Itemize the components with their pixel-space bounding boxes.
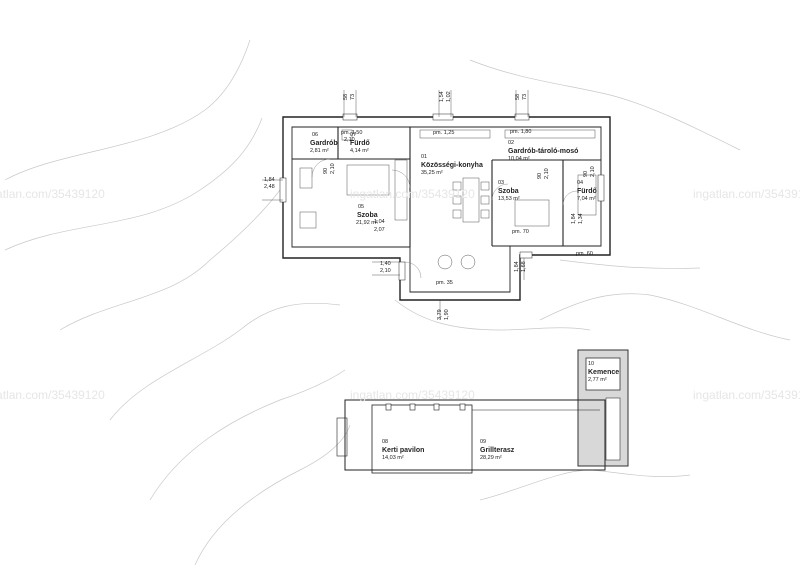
pavilon-posts [385, 403, 466, 411]
dimension-label: pm. 1,25 [433, 130, 455, 136]
watermark: ingatlan.com/35439120 [0, 388, 105, 402]
terrace-outlines [336, 399, 606, 474]
terrain-contours [4, 39, 791, 565]
dimension-label: 58 [515, 93, 521, 100]
room-name: Fürdő [350, 140, 370, 147]
watermark: ingatlan.com/35439120 [350, 187, 475, 201]
windows [279, 113, 605, 281]
dimension-label: 58 [343, 93, 349, 100]
dimension-label: pm. 1,80 [510, 129, 532, 135]
watermark: ingatlan.com/35439120 [693, 388, 800, 402]
dimension-label: 3,79 [437, 309, 443, 320]
kemence-inner [585, 357, 621, 391]
room-name: Fürdő [577, 188, 597, 195]
dimension-label: 2,10 [380, 268, 391, 274]
kemence-flue [605, 397, 621, 461]
dimension-label: 2,10 [330, 163, 336, 174]
room-area: 35,25 m² [421, 170, 443, 176]
dimension-label: 1,90 [444, 309, 450, 320]
room-area: 4,14 m² [350, 148, 369, 154]
room-name: Grillterasz [480, 447, 515, 454]
room-number: 05 [358, 204, 365, 210]
room-number: 10 [588, 361, 595, 367]
room-area: 14,03 m² [382, 455, 404, 461]
dimension-label: 1,40 [380, 261, 391, 267]
dimension-label: pm. 60 [576, 251, 593, 257]
watermark: ingatlan.com/35439120 [0, 187, 105, 201]
room-area: 13,53 m² [498, 196, 520, 202]
room-area: 2,81 m² [310, 148, 329, 154]
dimension-ticks [262, 90, 529, 320]
watermark: ingatlan.com/35439120 [693, 187, 800, 201]
dimension-label: 2,10 [590, 166, 596, 177]
dimension-label: 73 [522, 93, 528, 100]
dimension-label: 1,84 [264, 177, 275, 183]
dimension-label: 2,10 [344, 137, 355, 143]
room-name: Szoba [498, 188, 519, 195]
room-area: 7,04 m² [577, 196, 596, 202]
room-number: 01 [421, 154, 428, 160]
dimension-label: 1,84 [571, 213, 577, 224]
dimension-label: pm. 1,50 [341, 130, 363, 136]
room-number: 03 [498, 180, 505, 186]
dimension-label: 1,84 [514, 261, 520, 272]
dimension-label: 2,48 [264, 184, 275, 190]
dimension-label: pm. 35 [436, 280, 453, 286]
room-area: 28,29 m² [480, 455, 502, 461]
dimension-label: 1,54 [439, 91, 445, 102]
dimension-label: 2,07 [374, 227, 385, 233]
dimension-label: 90 [323, 167, 329, 174]
room-number: 06 [312, 132, 319, 138]
dimension-label: 1,68 [521, 261, 527, 272]
dimension-label: pm. 70 [512, 229, 529, 235]
room-area: 21,92 m² [356, 220, 378, 226]
dimension-label: 2,10 [544, 168, 550, 179]
dimension-label: 90 [583, 170, 589, 177]
dimension-label: 1,04 [374, 219, 385, 225]
room-number: 07 [350, 132, 357, 138]
furniture [299, 129, 597, 270]
dimension-label: 90 [537, 172, 543, 179]
room-name: Kemence [588, 369, 620, 376]
room-name: Közösségi-konyha [421, 162, 483, 169]
door-swings [311, 158, 578, 279]
room-area: 10,04 m² [508, 156, 530, 162]
room-name: Kerti pavilon [382, 447, 425, 454]
room-number: 04 [577, 180, 584, 186]
watermark: ingatlan.com/35439120 [350, 388, 475, 402]
dimension-label: 1,34 [578, 213, 584, 224]
room-name: Gardrób-tároló-mosó [508, 148, 579, 155]
room-name: Szoba [357, 212, 378, 219]
room-number: 09 [480, 439, 487, 445]
room-number: 08 [382, 439, 389, 445]
dimension-label: 1,02 [446, 91, 452, 102]
room-area: 2,77 m² [588, 377, 607, 383]
room-name: Gardrób [310, 140, 338, 147]
room-number: 02 [508, 140, 515, 146]
dimension-label: 73 [350, 93, 356, 100]
